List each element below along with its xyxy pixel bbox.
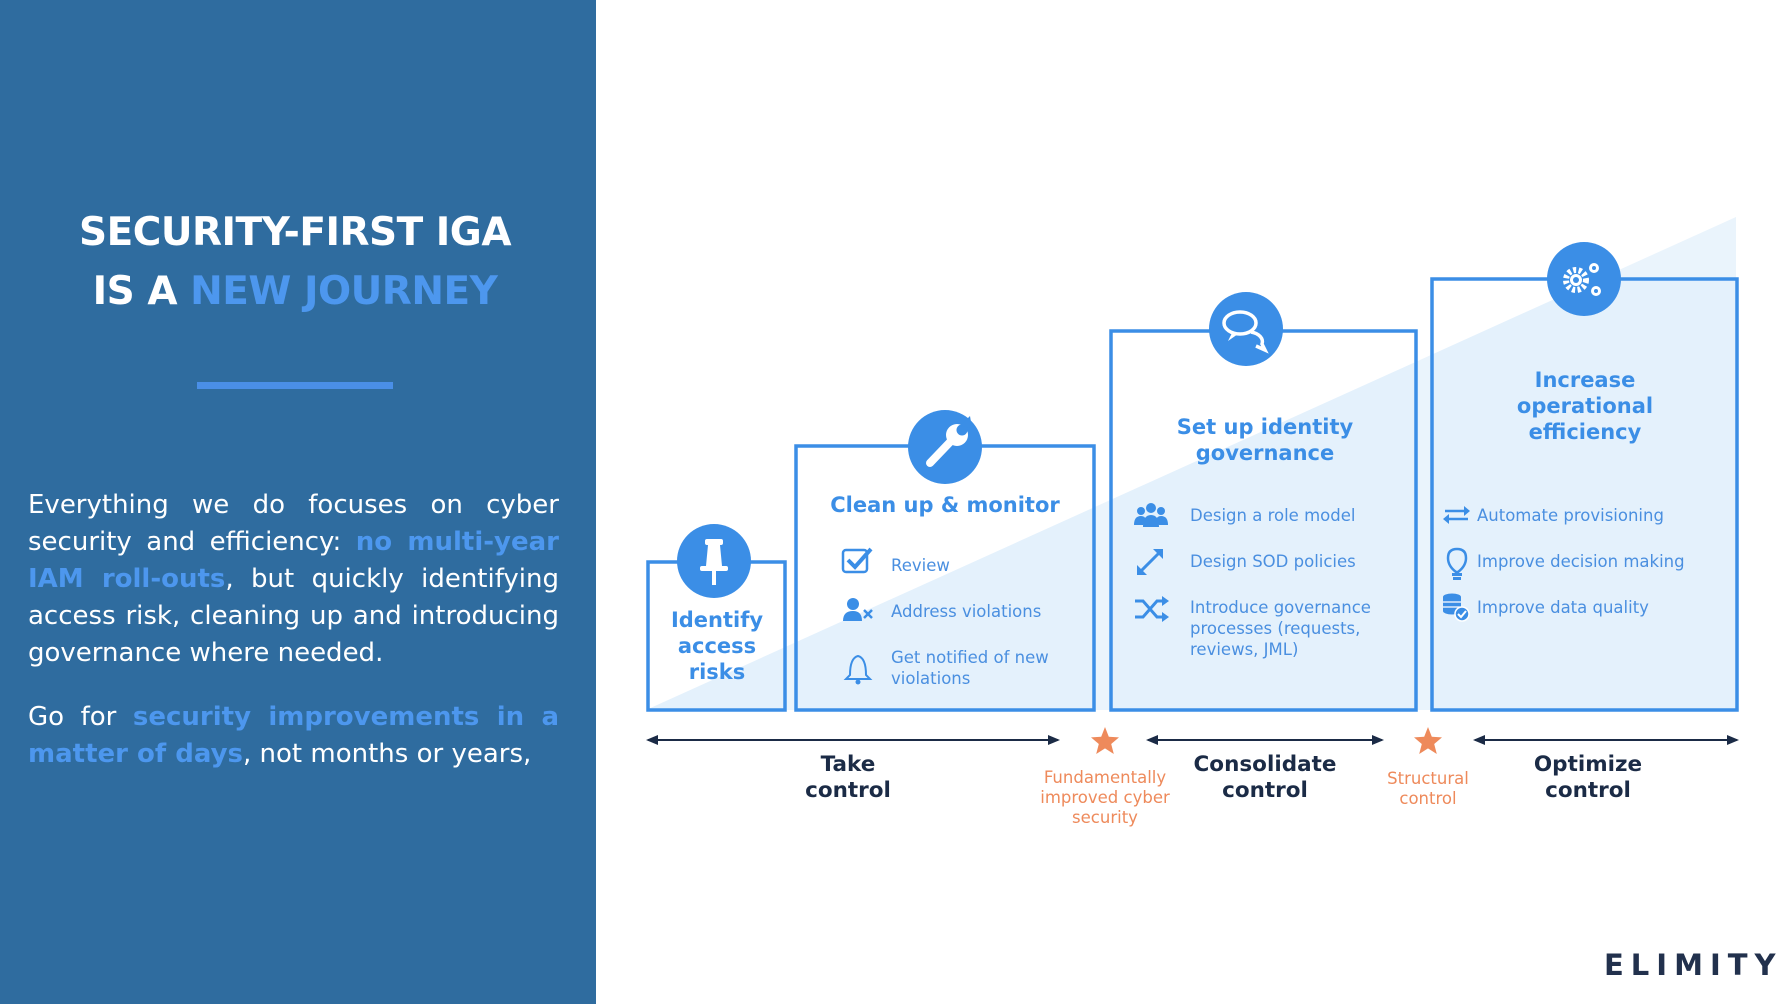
item-decision-making: Improve decision making (1477, 552, 1685, 571)
lightbulb-icon (1446, 547, 1468, 580)
title-line-2-accent: NEW JOURNEY (190, 269, 498, 314)
title-line-1: SECURITY-FIRST IGA (78, 210, 512, 255)
user-remove-icon (843, 598, 873, 621)
title-line-2: IS A NEW JOURNEY (0, 262, 590, 321)
intro-text: Everything we do focuses on cyber securi… (28, 487, 559, 800)
intro-p1-text-b: , but quickly identifying access risk, c… (28, 564, 560, 668)
phase-take-control: Take control (805, 752, 891, 803)
exchange-arrows-icon (1443, 506, 1470, 524)
title-line-2-plain: IS A (92, 269, 191, 314)
intro-p2-highlight: security improvements in a matter of day… (28, 702, 559, 769)
intro-p2-text-a: Go for (28, 702, 133, 732)
step-title-efficiency: Increase operational efficiency (1516, 368, 1654, 444)
gears-icon (1547, 242, 1621, 316)
phase-optimize-control: Optimize control (1533, 752, 1643, 803)
milestone-cyber-security: Fundamentally improved cyber security (1040, 768, 1170, 827)
checkbox-icon (841, 547, 873, 574)
bell-icon (843, 654, 873, 685)
milestone-structural-control: Structural control (1387, 769, 1469, 808)
item-get-notified: Get notified of new violations (891, 648, 1049, 688)
intro-p1-text-a: Everything we do focuses on cyber securi… (28, 490, 559, 557)
users-icon (1134, 503, 1168, 527)
pushpin-icon (677, 524, 751, 598)
step-title-identify: Identify access risks (670, 608, 764, 684)
shuffle-icon (1135, 596, 1169, 622)
item-role-model: Design a role model (1190, 506, 1356, 525)
item-review: Review (891, 556, 950, 575)
page-title: SECURITY-FIRST IGA IS A NEW JOURNEY (0, 203, 590, 321)
item-automate-provisioning: Automate provisioning (1477, 506, 1664, 525)
step-title-governance: Set up identity governance (1176, 415, 1354, 465)
step-box-2 (794, 444, 1096, 712)
step-title-clean-up: Clean up & monitor (830, 493, 1060, 517)
item-sod-policies: Design SOD policies (1190, 552, 1356, 571)
database-check-icon (1443, 593, 1470, 622)
intro-paragraph-2: Go for security improvements in a matter… (28, 699, 559, 773)
intro-p1-highlight: no multi-year IAM roll-outs (28, 527, 559, 594)
item-governance-processes: Introduce governance processes (requests… (1190, 598, 1371, 659)
chat-bubbles-icon (1209, 292, 1283, 366)
title-divider (197, 382, 393, 389)
intro-p2-text-b: , not months or years, (243, 739, 532, 769)
intro-paragraph-1: Everything we do focuses on cyber securi… (28, 487, 559, 672)
star-icon (1091, 727, 1119, 754)
step-box-4 (1430, 277, 1739, 712)
wrench-icon (908, 410, 982, 484)
star-icon (1414, 727, 1442, 754)
item-address-violations: Address violations (891, 602, 1042, 621)
elimity-logo: ELIMITY (1604, 948, 1783, 982)
expand-arrows-icon (1137, 549, 1163, 575)
phase-consolidate-control: Consolidate control (1193, 752, 1337, 803)
left-panel: SECURITY-FIRST IGA IS A NEW JOURNEY Ever… (0, 0, 596, 1004)
item-data-quality: Improve data quality (1477, 598, 1649, 617)
